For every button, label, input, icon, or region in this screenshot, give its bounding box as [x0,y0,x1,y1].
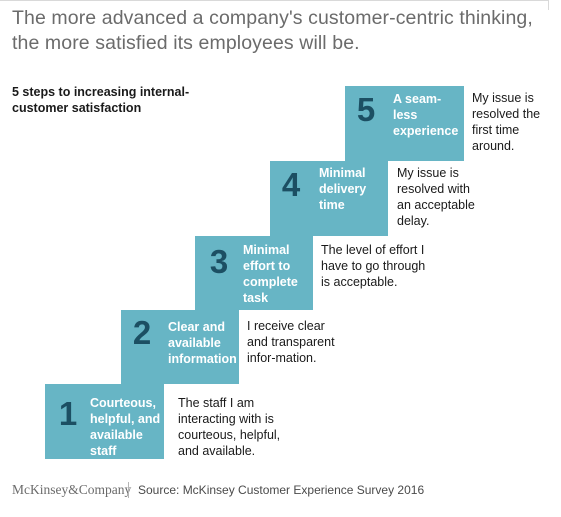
step-5-block: 5 A seam-less experience [345,86,464,161]
step-1-block: 1 Courteous, helpful, and available staf… [45,384,164,459]
footer-divider [128,482,129,498]
step-2-number: 2 [132,314,152,351]
step-4-description: My issue is resolved with an acceptable … [397,166,475,228]
diagram-subtitle: 5 steps to increasing internal-customer … [12,85,190,115]
step-2-block: 2 Clear and available information [121,310,239,384]
step-1-description: The staff I am interacting with is court… [178,396,281,458]
step-4-block: 4 Minimal delivery time [270,161,388,236]
page-title: The more advanced a company's customer-c… [12,7,533,54]
step-4-number: 4 [281,166,301,203]
step-3-label: Minimal effort to complete task [243,243,298,305]
brand-logo-text: McKinsey&Company [12,482,132,497]
top-rule [0,0,549,1]
step-1-label: Courteous, helpful, and available staff [90,396,161,458]
step-5-description: My issue is resolved the first time arou… [472,91,541,153]
step-5-label: A seam-less experience [393,92,459,138]
step-3-block: 3 Minimal effort to complete task [195,236,313,310]
step-5-number: 5 [356,91,376,128]
source-note: Source: McKinsey Customer Experience Sur… [138,483,425,497]
step-2-description: I receive clear and transparent infor-ma… [247,319,335,365]
step-2-label: Clear and available information [168,320,237,366]
right-rule [548,0,549,10]
step-3-description: The level of effort I have to go through… [321,243,426,289]
step-3-number: 3 [209,243,229,280]
step-4-label: Minimal delivery time [319,166,367,212]
step-1-number: 1 [58,395,78,432]
